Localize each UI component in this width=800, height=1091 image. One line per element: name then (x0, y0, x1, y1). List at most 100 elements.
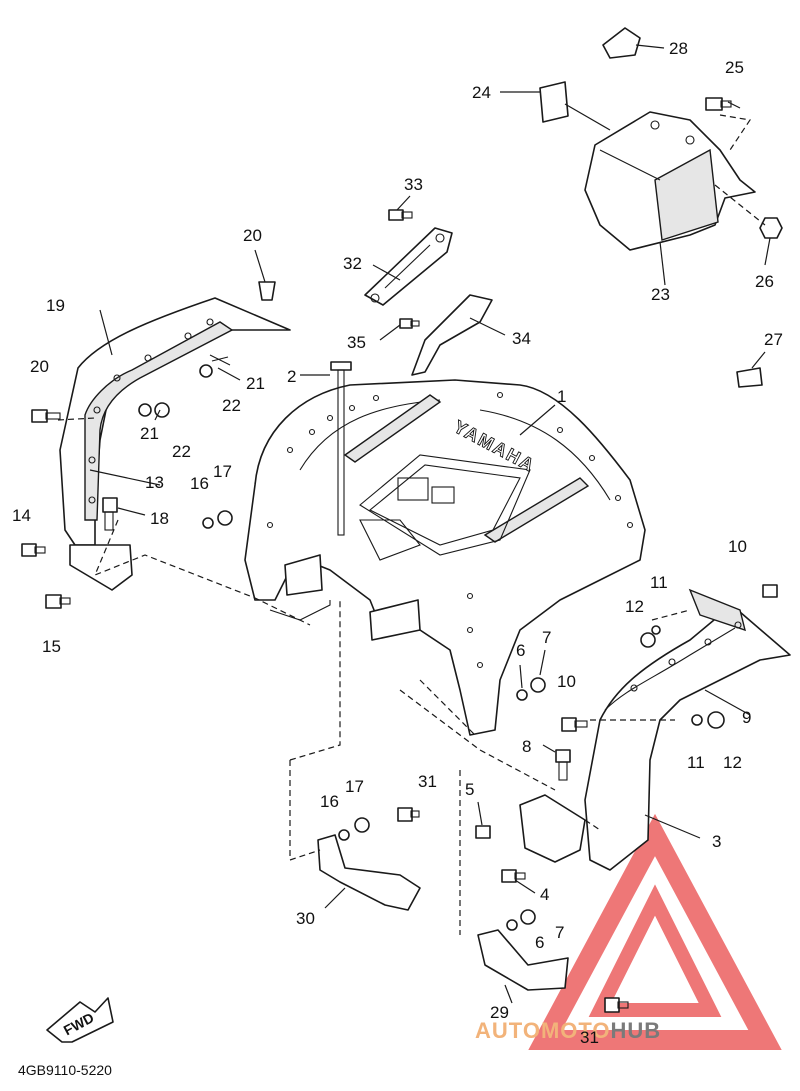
callout-33: 33 (404, 175, 423, 194)
bolt-31-mid-icon (397, 807, 420, 822)
bolt-14-icon (21, 543, 46, 557)
bolt-35-icon (399, 318, 420, 329)
nut-26-icon (759, 217, 783, 239)
bolt-31-bottom-icon (604, 997, 629, 1013)
callout-27: 27 (764, 330, 783, 349)
watermark-text-moto: MOTO (541, 1018, 611, 1043)
tool-box-part (584, 111, 756, 251)
washer-16-icon (202, 517, 214, 529)
bolt-15-icon (45, 594, 71, 609)
fender-mount-holes (266, 391, 634, 669)
callout-29: 29 (490, 1003, 509, 1022)
watermark-text-auto: AUTO (475, 1018, 541, 1043)
nut-7-bottom-icon (520, 909, 536, 925)
bolt-25-icon (705, 97, 732, 111)
callout-labels: 1 2 3 4 5 6 6 7 7 8 9 10 10 11 11 12 12 … (12, 39, 783, 1047)
callout-9: 9 (742, 708, 751, 727)
bolt-5-icon (475, 825, 491, 839)
callout-13: 13 (145, 473, 164, 492)
callout-11: 11 (650, 573, 668, 592)
nut-22-top-icon (199, 364, 213, 378)
callout-32: 32 (343, 254, 362, 273)
callout-1: 1 (557, 387, 566, 406)
watermark-text-hub: HUB (611, 1018, 662, 1043)
callout-15: 15 (42, 637, 61, 656)
nut-12-mid-icon (707, 711, 725, 729)
assembly-dashed-lines (57, 114, 766, 935)
svg-text:AUTOMOTOHUB: AUTOMOTOHUB (475, 1018, 661, 1043)
callout-26: 26 (755, 272, 774, 291)
bolt-8-icon (555, 749, 571, 781)
callout-3: 3 (712, 832, 721, 851)
callout-16: 16 (190, 474, 209, 493)
callout-31: 31 (580, 1028, 599, 1047)
nut-12-top-icon (640, 632, 656, 648)
washer-16-bottom-icon (338, 829, 350, 841)
stay-part-3 (519, 794, 586, 863)
callout-6: 6 (535, 933, 544, 952)
bolt-33-icon (388, 209, 413, 221)
bolt-10-right-icon (762, 584, 778, 598)
callout-2: 2 (287, 367, 296, 386)
callout-20: 20 (30, 357, 49, 376)
clip-part-28 (602, 27, 641, 59)
diagram-code: 4GB9110-5220 (18, 1062, 112, 1078)
washer-11-mid-icon (691, 714, 703, 726)
bolt-4-icon (501, 869, 526, 883)
callout-31: 31 (418, 772, 437, 791)
bolt-20-left-icon (31, 409, 61, 423)
bracket-part-32 (364, 227, 453, 306)
fasteners (21, 97, 783, 1013)
callout-7: 7 (542, 628, 551, 647)
callout-10: 10 (728, 537, 747, 556)
callout-22: 22 (222, 396, 241, 415)
callout-34: 34 (512, 329, 531, 348)
callout-12: 12 (625, 597, 644, 616)
nut-17-bottom-icon (354, 817, 370, 833)
bolt-18-icon (102, 497, 118, 531)
rear-fender-part: YAMAHA (244, 379, 646, 736)
callout-20: 20 (243, 226, 262, 245)
washer-11-top-icon (651, 625, 661, 635)
left-mudflap-part (59, 297, 291, 591)
callout-35: 35 (347, 333, 366, 352)
callout-17: 17 (345, 777, 364, 796)
bolt-2-icon (330, 361, 352, 536)
leader-lines (89, 44, 771, 1004)
callout-14: 14 (12, 506, 31, 525)
callout-12: 12 (723, 753, 742, 772)
watermark-triangle-icon (528, 813, 782, 1050)
right-mudflap-part (584, 588, 791, 871)
callout-7: 7 (555, 923, 564, 942)
right-flap-rivets (630, 621, 742, 692)
callout-21: 21 (140, 424, 159, 443)
callout-4: 4 (540, 885, 549, 904)
nut-17-icon (217, 510, 233, 526)
grommet-20-top-icon (258, 281, 276, 301)
bracket-part-34 (411, 294, 493, 376)
left-flap-rivets (88, 318, 214, 504)
callout-8: 8 (522, 737, 531, 756)
callout-22: 22 (172, 442, 191, 461)
watermark-logo: AUTOMOTOHUB (475, 813, 782, 1050)
spring-21-top-icon (209, 354, 231, 366)
callout-24: 24 (472, 83, 491, 102)
pad-part-27 (736, 367, 763, 388)
callout-25: 25 (725, 58, 744, 77)
callout-23: 23 (651, 285, 670, 304)
forward-arrow-icon: FWD (46, 997, 114, 1043)
nut-7-top-icon (530, 677, 546, 693)
callout-18: 18 (150, 509, 169, 528)
callout-5: 5 (465, 780, 474, 799)
callout-6: 6 (516, 641, 525, 660)
callout-21: 21 (246, 374, 265, 393)
callout-19: 19 (46, 296, 65, 315)
stay-part-29 (477, 929, 569, 991)
callout-17: 17 (213, 462, 232, 481)
washer-21-left-icon (138, 403, 152, 417)
callout-11: 11 (687, 753, 705, 772)
bolt-10-mid-icon (561, 717, 588, 732)
washer-6-top-icon (516, 689, 528, 701)
callout-16: 16 (320, 792, 339, 811)
